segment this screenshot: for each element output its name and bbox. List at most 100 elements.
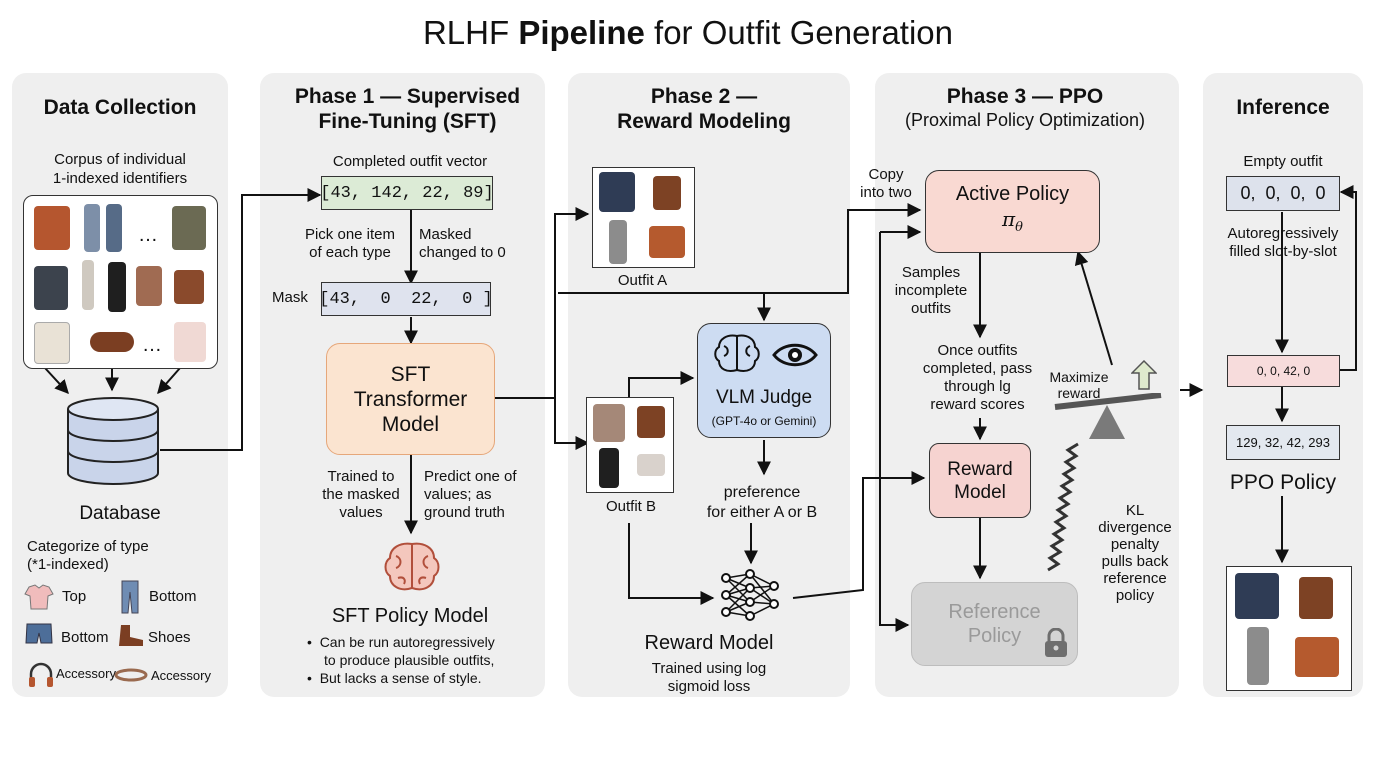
bag-item bbox=[1295, 637, 1339, 677]
once-completed-note-line4: reward scores bbox=[930, 396, 1025, 413]
preference-label-line2: for either A or B bbox=[706, 504, 818, 521]
categorize-label-line1: Categorize of type bbox=[27, 538, 149, 555]
empty-outfit-label: Empty outfit bbox=[1243, 153, 1323, 170]
jeans-item bbox=[106, 204, 122, 252]
samples-note-line3: outfits bbox=[910, 300, 952, 317]
lock-icon bbox=[1045, 628, 1067, 657]
maximize-reward-line1: Maximize bbox=[1049, 369, 1109, 385]
sft-transformer-box: SFT Transformer Model bbox=[326, 343, 495, 455]
reward-trained-note-line1: Trained using log bbox=[651, 660, 767, 677]
corpus-grid: … … bbox=[23, 195, 218, 369]
jacket-item bbox=[593, 404, 625, 442]
kl-note-line5: reference bbox=[1103, 570, 1167, 587]
legend-accessory-label-2: Accessory bbox=[151, 668, 211, 683]
autoregressive-note-line1: Autoregressively bbox=[1227, 225, 1339, 242]
completed-vector-label: Completed outfit vector bbox=[332, 153, 488, 170]
headphones-icon bbox=[29, 662, 53, 687]
inference-heading: Inference bbox=[1236, 96, 1330, 119]
trained-note-line1: Trained to bbox=[327, 468, 395, 485]
once-completed-note-line3: through lg bbox=[944, 378, 1011, 395]
note-1-cont: to produce plausible outfits, bbox=[324, 652, 495, 668]
balance-scale-icon bbox=[1054, 393, 1162, 439]
pick-item-note-line2: of each type bbox=[309, 244, 391, 261]
bottom-jeans-icon bbox=[121, 580, 139, 614]
mask-vector: [43, 0 22, 0 ] bbox=[319, 282, 493, 316]
outfit-b-label: Outfit B bbox=[605, 498, 657, 515]
reference-policy-line2: Policy bbox=[967, 625, 1022, 647]
sweater-item bbox=[34, 206, 70, 250]
kl-spring bbox=[1047, 442, 1079, 572]
neural-network-icon bbox=[721, 569, 779, 621]
active-policy-box: Active Policy πθ bbox=[925, 170, 1100, 253]
active-policy-title: Active Policy bbox=[955, 183, 1070, 205]
data-collection-heading: Data Collection bbox=[43, 96, 197, 119]
empty-outfit-vector: 0, 0, 0, 0 bbox=[1226, 176, 1340, 211]
kl-note-line3: penalty bbox=[1110, 536, 1160, 553]
belt-icon bbox=[114, 668, 148, 682]
legend-bottom-label-2: Bottom bbox=[61, 629, 109, 646]
cardigan-item bbox=[34, 322, 70, 364]
sft-policy-label: SFT Policy Model bbox=[331, 605, 489, 627]
brain-icon bbox=[714, 334, 760, 372]
skirt-item bbox=[136, 266, 162, 306]
trained-note-line2: the masked bbox=[322, 486, 400, 503]
reward-model-line2: Model bbox=[954, 481, 1006, 503]
kl-note-line2: divergence bbox=[1098, 519, 1172, 536]
active-policy-symbol: πθ bbox=[1002, 207, 1023, 235]
shirt-item bbox=[599, 172, 635, 212]
reference-policy-box: Reference Policy bbox=[911, 582, 1078, 666]
jeans-item bbox=[84, 204, 100, 252]
transformer-line2: Transformer bbox=[353, 387, 468, 411]
kl-note-line6: policy bbox=[1115, 587, 1155, 604]
top-icon bbox=[24, 584, 54, 610]
legend-shoes-label: Shoes bbox=[148, 629, 191, 646]
ppo-policy-label: PPO Policy bbox=[1229, 471, 1337, 494]
ellipsis: … bbox=[138, 224, 158, 246]
boot-item bbox=[174, 270, 204, 304]
completed-outfit-vector: [43, 142, 22, 89] bbox=[320, 176, 494, 210]
phase1-heading-line2: Fine-Tuning (SFT) bbox=[318, 110, 497, 133]
copy-into-two-line2: into two bbox=[860, 184, 912, 201]
outfit-a-label: Outfit A bbox=[617, 272, 668, 289]
full-outfit-vector: 129, 32, 42, 293 bbox=[1226, 425, 1340, 460]
reward-trained-note-line2: sigmoid loss bbox=[667, 678, 751, 695]
corpus-label-line2: 1-indexed identifiers bbox=[52, 170, 188, 187]
diagram-title: RLHF Pipeline for Outfit Generation bbox=[422, 14, 954, 51]
predict-note-line2: values; as bbox=[424, 486, 492, 503]
predict-note-line1: Predict one of bbox=[424, 468, 517, 485]
reward-model-box: Reward Model bbox=[929, 443, 1031, 518]
pants-item bbox=[609, 220, 627, 264]
kl-note-line4: pulls back bbox=[1101, 553, 1169, 570]
eye-icon bbox=[772, 343, 818, 367]
boot-item bbox=[1299, 577, 1333, 619]
blouse-item bbox=[174, 322, 206, 362]
legend-bottom-label: Bottom bbox=[149, 588, 197, 605]
pants-item bbox=[108, 262, 126, 312]
transformer-line3: Model bbox=[381, 412, 440, 436]
phase3-heading: Phase 3 — PPO bbox=[946, 85, 1104, 108]
jacket-item bbox=[34, 266, 68, 310]
once-completed-note-line2: completed, pass bbox=[922, 360, 1033, 377]
shirt-item bbox=[1235, 573, 1279, 619]
ellipsis: … bbox=[142, 334, 162, 356]
note-2: • But lacks a sense of style. bbox=[307, 670, 482, 686]
bottom-shorts-icon bbox=[25, 623, 53, 644]
trained-note-line3: values bbox=[339, 504, 383, 521]
once-completed-note-line1: Once outfits bbox=[937, 342, 1018, 359]
note-1: • Can be run autoregressively bbox=[307, 634, 495, 650]
generated-outfit-image bbox=[1226, 566, 1352, 691]
autoregressive-note-line2: filled slot-by-slot bbox=[1229, 243, 1337, 260]
database-icon bbox=[67, 397, 159, 485]
samples-note-line2: incomplete bbox=[894, 282, 968, 299]
sft-policy-notes: • Can be run autoregressively to produce… bbox=[307, 633, 495, 687]
pick-item-note-line1: Pick one item bbox=[304, 226, 396, 243]
reward-model-label: Reward Model bbox=[644, 632, 774, 654]
partial-outfit-vector: 0, 0, 42, 0 bbox=[1227, 355, 1340, 387]
phase3-subheading: (Proximal Policy Optimization) bbox=[904, 110, 1146, 130]
transformer-line1: SFT bbox=[390, 362, 431, 386]
vlm-sub: (GPT-4o or Gemini) bbox=[711, 414, 817, 428]
copy-into-two-line1: Copy bbox=[868, 166, 904, 183]
legend-top-label: Top bbox=[62, 588, 87, 605]
brain-icon bbox=[384, 542, 440, 591]
